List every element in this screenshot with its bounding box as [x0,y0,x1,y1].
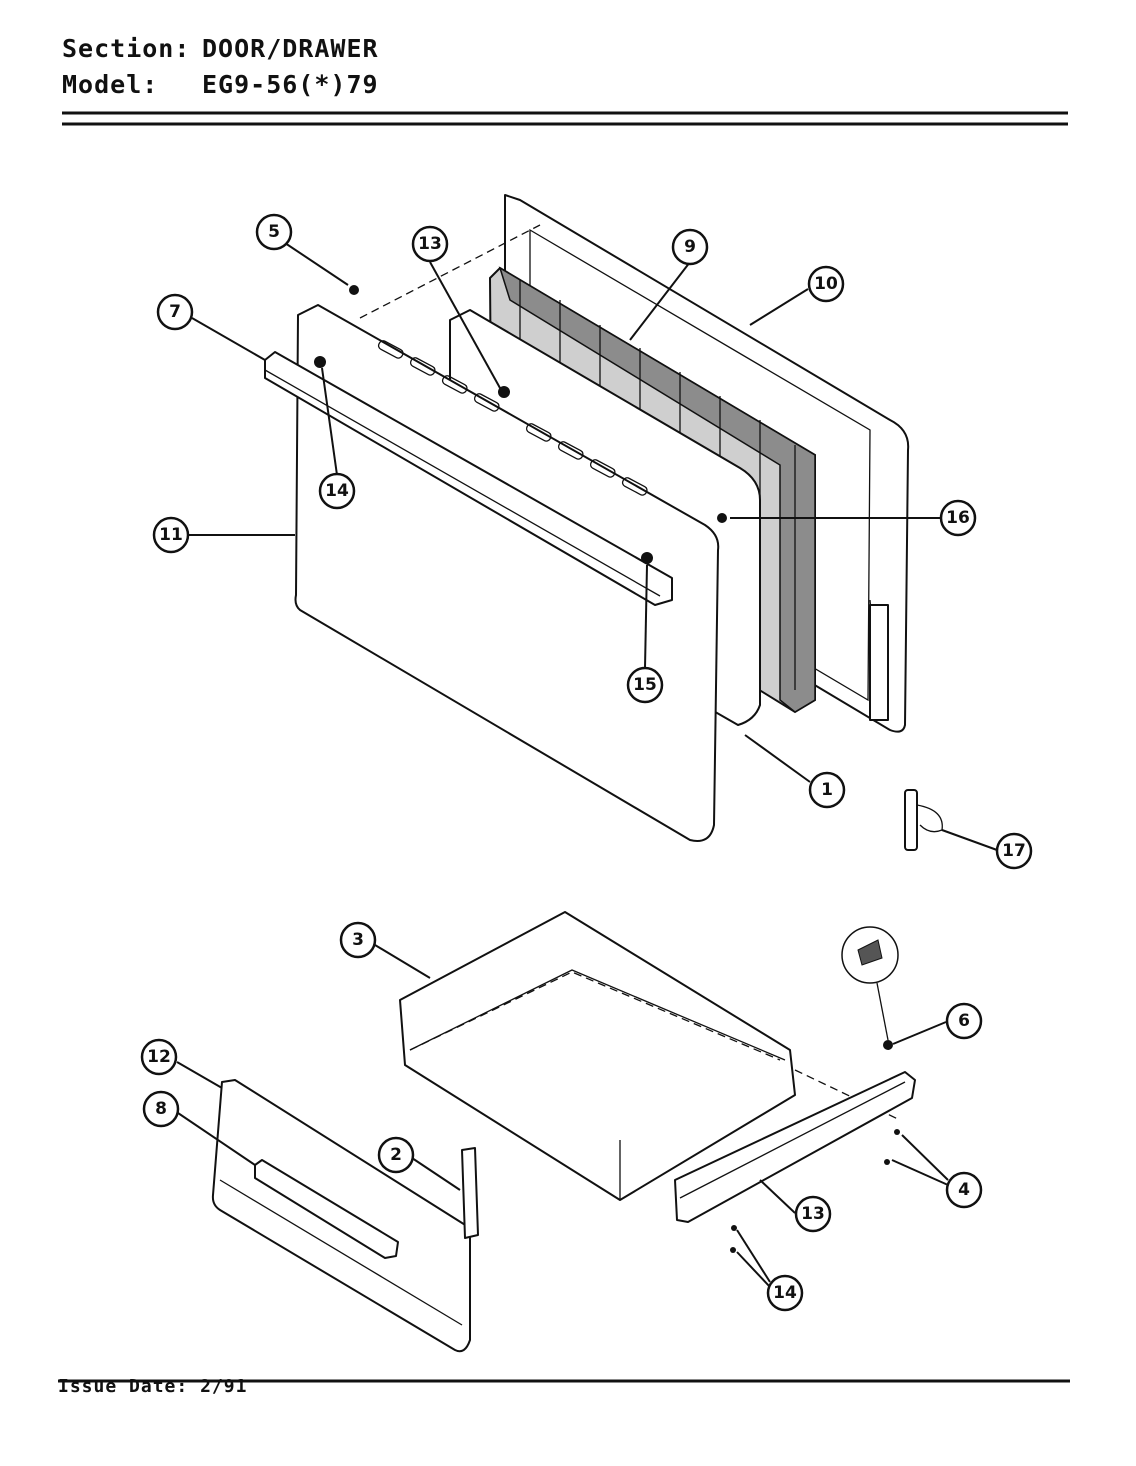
svg-text:7: 7 [169,302,181,322]
callout-4: 4 [945,1171,983,1209]
door-handle [264,351,673,606]
svg-text:16: 16 [946,508,970,528]
model-value: EG9-56(*)79 [202,70,379,99]
clip-detail-bubble [841,926,899,1041]
rail-screw-a [894,1129,900,1135]
handle-screw-left [314,356,326,368]
callout-10: 10 [807,265,845,303]
callout-16: 16 [939,499,977,537]
model-label: Model: [62,70,159,99]
drawer-body [399,911,796,1201]
svg-text:2: 2 [390,1145,402,1165]
issue-date: Issue Date: 2/91 [58,1376,247,1397]
callout-5: 5 [255,213,293,251]
callout-14-door: 13 [411,225,449,263]
handle-screw-right [641,552,653,564]
leader-lines [176,242,998,1288]
section-header: Section: DOOR/DRAWER [62,34,379,63]
svg-text:13: 13 [418,234,442,254]
svg-text:10: 10 [814,274,838,294]
svg-text:5: 5 [268,222,280,242]
callout-6: 6 [945,1002,983,1040]
callout-8: 8 [142,1090,180,1128]
svg-text:8: 8 [155,1099,167,1119]
clip-screw [883,1040,893,1050]
svg-text:9: 9 [684,237,696,257]
rail-screw-c [731,1225,737,1231]
section-label: Section: [62,34,191,63]
callout-13: 13 [794,1195,832,1233]
svg-text:3: 3 [352,930,364,950]
callout-7: 7 [156,293,194,331]
svg-text:6: 6 [958,1011,970,1031]
callout-3: 3 [339,921,377,959]
callout-11: 11 [152,516,190,554]
svg-text:14: 14 [325,481,349,501]
callout-12: 12 [140,1038,178,1076]
model-header: Model: EG9-56(*)79 [62,70,379,99]
svg-text:15: 15 [633,675,657,695]
callout-14-drawer: 14 [766,1274,804,1312]
issue-date-label: Issue Date: [58,1376,189,1397]
callout-1: 1 [808,771,846,809]
door-hinge [904,789,943,851]
svg-text:11: 11 [159,525,183,545]
callout-2: 2 [377,1136,415,1174]
issue-date-value: 2/91 [200,1376,248,1397]
callout-15-lower: 15 [626,666,664,704]
callout-15-upper: 14 [318,472,356,510]
callout-17: 17 [995,832,1033,870]
svg-text:12: 12 [147,1047,171,1067]
svg-text:1: 1 [821,780,833,800]
svg-text:13: 13 [801,1204,825,1224]
callout-9: 9 [671,228,709,266]
svg-text:14: 14 [773,1283,797,1303]
drawer-slide-rail [674,1071,916,1223]
rail-screw-b [884,1159,890,1165]
top-screw [349,285,359,295]
svg-text:4: 4 [958,1180,970,1200]
projection-line-door [359,224,541,319]
rail-screw-d [730,1247,736,1253]
drawer-bracket [461,1147,479,1239]
svg-text:17: 17 [1002,841,1026,861]
section-value: DOOR/DRAWER [202,34,379,63]
frame-screw [717,513,727,523]
drawer-handle [254,1159,399,1259]
liner-screw [498,386,510,398]
